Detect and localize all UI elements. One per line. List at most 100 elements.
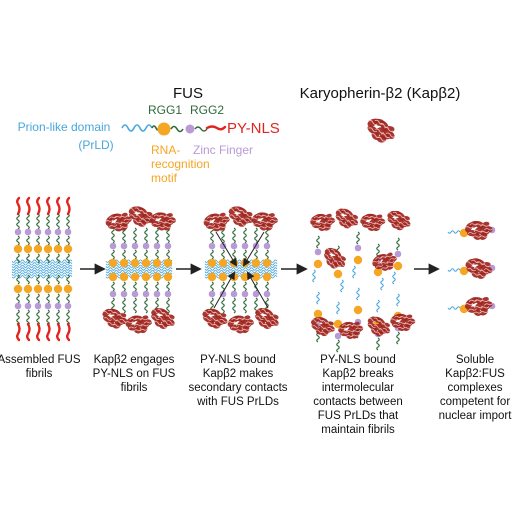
kap-bound [228, 206, 254, 227]
kap-helix-highlight [164, 215, 173, 218]
stage-breaking-contacts [309, 208, 416, 353]
kap-helix-highlight [396, 225, 404, 230]
zinc-finger-domain [44, 302, 52, 310]
kap-helix-highlight [340, 332, 349, 335]
prld-fibril-core [11, 264, 73, 269]
kap-helix-highlight [255, 214, 265, 217]
kap-helix-highlight [237, 221, 247, 226]
prld-fibril-core [105, 267, 173, 271]
kap-helix-highlight [327, 219, 336, 222]
rgg-linker [221, 281, 225, 292]
kap-helix-highlight [217, 215, 226, 219]
prld-free [447, 230, 461, 234]
kap-bound [371, 252, 397, 271]
kap-helix-highlight [478, 235, 488, 238]
kap-helix-highlight [119, 215, 128, 219]
kap-helix-highlight [355, 327, 364, 330]
py-nls-tail [26, 322, 31, 342]
kap-helix-highlight [240, 218, 250, 223]
kap-helix-highlight [469, 223, 479, 226]
kap-helix-highlight [350, 220, 359, 225]
rgg-linker [221, 297, 225, 314]
rgg-linker [26, 293, 30, 304]
rgg-linker [166, 249, 170, 260]
rrm-domain [130, 258, 140, 268]
zinc-finger-domain [230, 290, 238, 298]
kap-helix-highlight [251, 217, 260, 220]
kap-helix-highlight [351, 324, 360, 327]
py-nls-tail [46, 322, 51, 342]
zinc-finger-domain [131, 290, 139, 298]
rgg-linker [56, 235, 60, 246]
kap-helix-highlight [346, 329, 355, 333]
kap-helix-highlight [394, 315, 403, 318]
kap-helix-highlight [385, 132, 395, 138]
prld-free [336, 301, 340, 315]
kap-helix-highlight [266, 320, 275, 326]
rgg-linker [46, 309, 50, 326]
rgg-linker [26, 274, 30, 285]
prld-free [340, 279, 344, 293]
rrm-domain [23, 284, 33, 294]
kap-helix-highlight [330, 263, 338, 269]
kap-helix-highlight [392, 211, 401, 216]
kap-helix-highlight [386, 264, 395, 269]
rgg-linker [396, 237, 400, 251]
zinc-finger-domain [109, 242, 117, 250]
py-nls-tail [16, 196, 21, 216]
zinc-finger-domain [120, 242, 128, 250]
rgg-linker [166, 281, 170, 292]
kap-helix-highlight [263, 323, 272, 329]
kap-helix-highlight [157, 309, 166, 314]
kap-helix-highlight [167, 219, 177, 222]
kap-helix-highlight [330, 256, 337, 262]
rgg-linker [36, 235, 40, 246]
kap-helix-highlight [271, 320, 279, 325]
rgg-linker [221, 249, 225, 260]
kap-helix-highlight [343, 223, 352, 228]
kap-helix-highlight [477, 274, 486, 278]
rrm-domain [152, 258, 162, 268]
kap-bound [389, 313, 416, 331]
zinc-finger-domain [14, 302, 22, 310]
kap-helix-highlight [212, 323, 221, 328]
rgg-linker [232, 297, 236, 314]
py-nls-tail [16, 322, 21, 342]
kap-helix-highlight [129, 317, 138, 321]
kap-helix-highlight [323, 216, 332, 219]
rrm-domain [229, 258, 239, 268]
kap-helix-highlight [209, 317, 218, 321]
rrm-domain [251, 258, 261, 268]
kap-bound [227, 315, 255, 334]
rrm-domain [393, 261, 403, 271]
kap-helix-highlight [324, 254, 332, 260]
stage-soluble-complexes [447, 220, 496, 316]
zinc-finger-domain [54, 302, 62, 310]
rrm-label-1: RNA- [151, 143, 180, 157]
rgg-linker [56, 213, 60, 230]
kap-helix-highlight [120, 221, 129, 225]
py-nls-tail [26, 196, 31, 216]
kap-helix-highlight [484, 228, 494, 231]
rrm-domain [207, 272, 217, 282]
kap-helix-highlight [162, 226, 172, 229]
kap-helix-highlight [377, 136, 387, 142]
rgg-linker [243, 281, 247, 292]
rgg-linker [66, 293, 70, 304]
kap-helix-highlight [266, 221, 275, 224]
rgg-linker [16, 309, 20, 326]
rrm-domain [353, 255, 363, 265]
rgg-linker [16, 293, 20, 304]
rgg-linker [56, 309, 60, 326]
kap-helix-highlight [341, 216, 350, 221]
zinc-finger-domain [120, 290, 128, 298]
zinc-finger-domain [153, 242, 161, 250]
linker [194, 126, 208, 132]
kap-helix-highlight [236, 323, 245, 327]
kap-helix-highlight [215, 320, 224, 324]
stage-kap-engages [102, 206, 177, 334]
zinc-finger-domain [34, 302, 42, 310]
kap-helix-highlight [312, 325, 321, 329]
kap-helix-highlight [123, 217, 132, 222]
kap-helix-highlight [483, 268, 493, 272]
